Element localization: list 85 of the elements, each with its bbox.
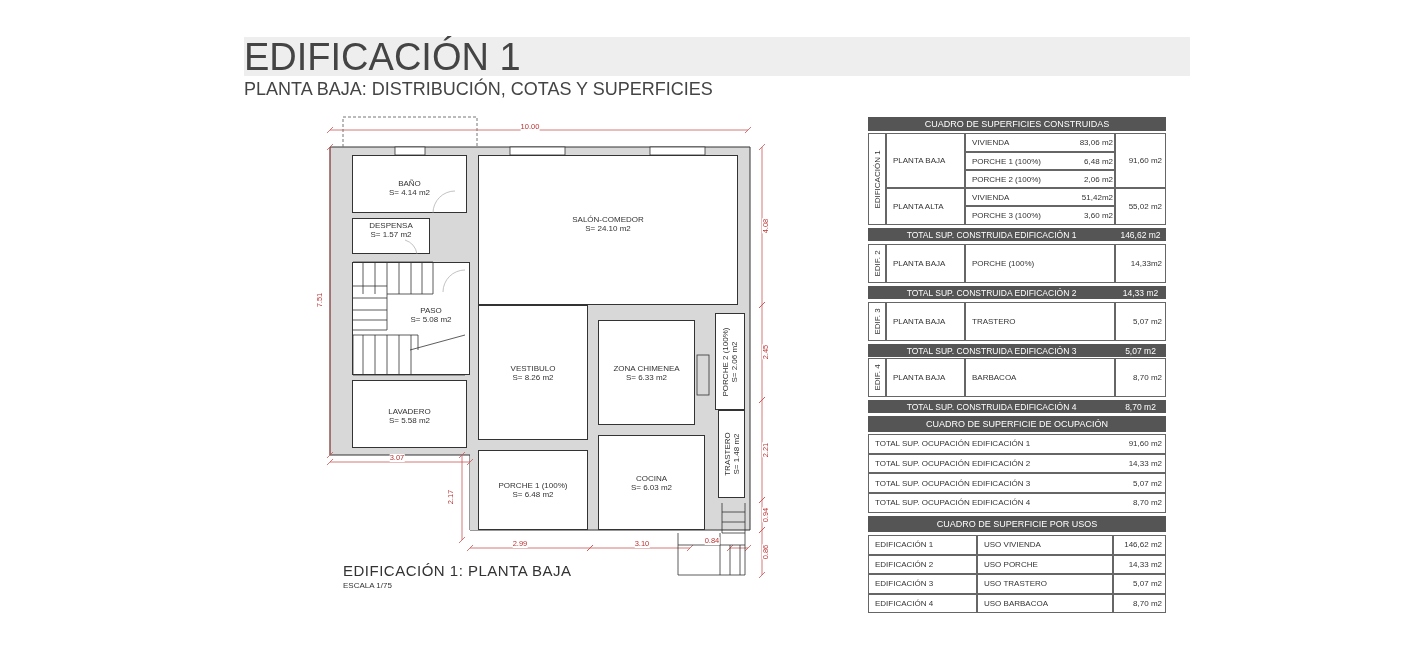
vertical-label: EDIF. 3 [872, 308, 882, 335]
room [715, 313, 745, 410]
table-cell: USO VIVIENDA [977, 535, 1113, 555]
table-cell: BARBACOA [965, 358, 1115, 397]
area-value: 83,06 m2 [1078, 137, 1113, 149]
room-area: S= 24.10 m2 [585, 224, 631, 233]
total-bar: 14,33 m2 [1115, 286, 1166, 299]
area-value: 2,06 m2 [1083, 173, 1113, 186]
table-header: CUADRO DE SUPERFICIE POR USOS [868, 516, 1166, 532]
table-cell: 5,07 m2 [1115, 302, 1166, 341]
total-bar: TOTAL SUP. CONSTRUIDA EDIFICACIÓN 1 [868, 228, 1115, 241]
room-area: S= 6.48 m2 [512, 490, 554, 499]
table-cell: PLANTA BAJA [886, 302, 965, 341]
table-cell: PLANTA BAJA [886, 244, 965, 283]
table-cell: USO BARBACOA [977, 593, 1113, 613]
vertical-label: EDIFICACIÓN 1 [872, 149, 882, 209]
subtitle: PLANTA BAJA: DISTRIBUCIÓN, COTAS Y SUPERFICIES [244, 79, 713, 100]
table-header: CUADRO DE SUPERFICIES CONSTRUIDAS [868, 117, 1166, 131]
room-area: S= 1.48 m2 [731, 433, 741, 475]
room-name: DESPENSA [369, 221, 413, 230]
total-bar: 5,07 m2 [1115, 344, 1166, 357]
table-cell: PLANTA BAJA [886, 358, 965, 397]
room-name: PORCHE 1 (100%) [498, 481, 568, 490]
area-value: 51,42m2 [1080, 191, 1113, 204]
table-cell: USO TRASTERO [977, 574, 1113, 594]
room-name: BAÑO [398, 179, 421, 188]
room [352, 218, 430, 254]
scale-note: ESCALA 1/75 [343, 581, 392, 590]
table-cell: EDIFICACIÓN 2 [868, 554, 977, 574]
room-area: S= 4.14 m2 [388, 188, 431, 197]
area-value: 6,48 m2 [1083, 155, 1113, 168]
table-header: CUADRO DE SUPERFICIE DE OCUPACIÓN [868, 416, 1166, 432]
plan-title: EDIFICACIÓN 1: PLANTA BAJA [343, 562, 572, 579]
total-bar: TOTAL SUP. CONSTRUIDA EDIFICACIÓN 2 [868, 286, 1115, 299]
room-area: S= 5.58 m2 [388, 416, 431, 425]
table-cell: 146,62 m2 [1113, 535, 1166, 555]
table-cell: TRASTERO [965, 302, 1115, 341]
room [598, 320, 695, 425]
room-name: PASO [420, 305, 442, 315]
room-name: LAVADERO [388, 407, 431, 416]
table-cell: 8,70 m2 [1115, 358, 1166, 397]
room [478, 155, 738, 305]
room [478, 305, 588, 440]
room [352, 155, 467, 213]
room-area: S= 6.03 m2 [630, 482, 673, 492]
room-name: TRASTERO [722, 432, 732, 476]
table-cell: PORCHE (100%) [965, 244, 1115, 283]
room-area: S= 8.26 m2 [512, 372, 554, 382]
table-cell: 91,60 m2 [1115, 133, 1166, 188]
room-name: SALÓN-COMEDOR [572, 215, 644, 224]
table-cell: 8,70 m2 [1113, 593, 1166, 613]
table-cell: PLANTA BAJA [886, 133, 965, 188]
room [598, 435, 705, 530]
table-cell: EDIFICACIÓN 4 [868, 593, 977, 613]
table-cell: EDIFICACIÓN 1 [868, 535, 977, 555]
room-name: PORCHE 2 (100%) [721, 327, 730, 396]
room-name: VESTIBULO [510, 363, 556, 373]
room-area: S= 2.06 m2 [730, 340, 739, 383]
total-bar: TOTAL SUP. CONSTRUIDA EDIFICACIÓN 4 [868, 400, 1115, 413]
area-value: 5,07 m2 [1132, 477, 1162, 490]
room [718, 410, 745, 498]
vertical-label: EDIF. 2 [872, 250, 882, 277]
table-cell: EDIFICACIÓN 3 [868, 574, 977, 594]
room-name: ZONA CHIMENEA [613, 363, 680, 373]
table-cell: USO PORCHE [977, 554, 1113, 574]
room [352, 380, 467, 448]
area-value: 91,60 m2 [1127, 438, 1162, 451]
table-cell: 5,07 m2 [1113, 574, 1166, 594]
area-value: 3,60 m2 [1083, 210, 1113, 222]
title: EDIFICACIÓN 1 [244, 37, 521, 77]
area-value: 8,70 m2 [1132, 497, 1162, 510]
total-bar: 8,70 m2 [1115, 400, 1166, 413]
room-area: S= 1.57 m2 [370, 230, 412, 239]
room-name: COCINA [635, 473, 668, 483]
table-cell: 55,02 m2 [1115, 188, 1166, 225]
room-area: S= 6.33 m2 [625, 372, 668, 382]
table-cell: 14,33m2 [1115, 244, 1166, 283]
area-value: 14,33 m2 [1127, 458, 1162, 471]
table-cell: PLANTA ALTA [886, 188, 965, 225]
room [478, 450, 588, 530]
room-area: S= 5.08 m2 [410, 314, 452, 324]
vertical-label: EDIF. 4 [872, 364, 882, 391]
table-cell: 14,33 m2 [1113, 554, 1166, 574]
total-bar: 146,62 m2 [1115, 228, 1166, 241]
total-bar: TOTAL SUP. CONSTRUIDA EDIFICACIÓN 3 [868, 344, 1115, 357]
